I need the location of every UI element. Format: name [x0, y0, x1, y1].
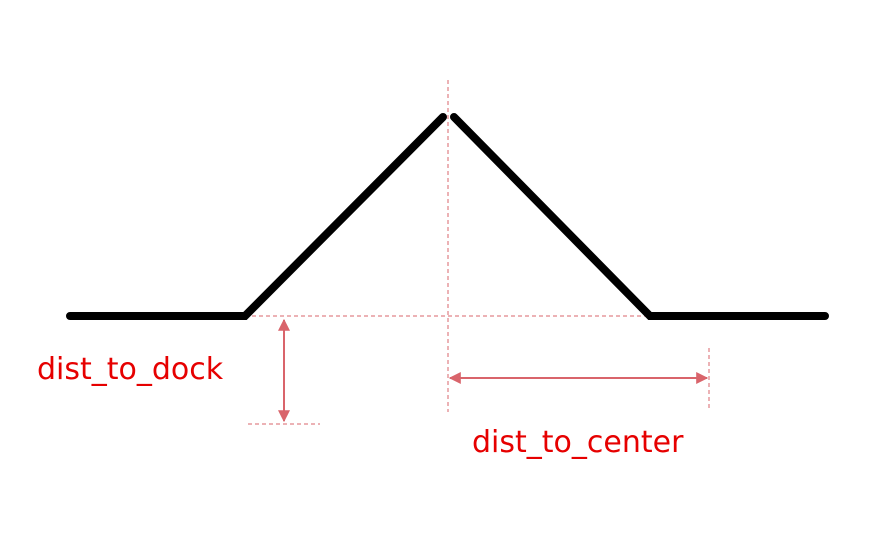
profile-right-segment — [450, 113, 829, 320]
profile-left-segment — [66, 113, 447, 320]
dist-to-dock-label: dist_to_dock — [37, 352, 224, 387]
dist-to-center-label: dist_to_center — [472, 425, 684, 460]
